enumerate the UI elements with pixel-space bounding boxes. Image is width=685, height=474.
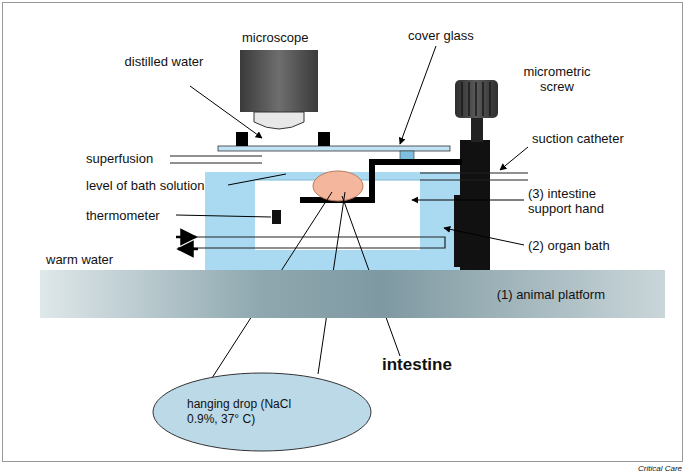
superfusion-tube bbox=[170, 156, 262, 163]
cover-glass bbox=[218, 132, 450, 160]
frame bbox=[3, 3, 683, 462]
suction-catheter bbox=[420, 173, 528, 180]
part-label: microscope bbox=[242, 30, 322, 45]
part-label: thermometer bbox=[86, 208, 176, 223]
part-label: cover glass bbox=[408, 28, 498, 43]
part-label: intestine bbox=[382, 355, 502, 374]
source-credit: Critical Care bbox=[604, 464, 682, 474]
part-label: (2) organ bath bbox=[528, 238, 638, 253]
part-label: micrometric screw bbox=[512, 64, 602, 94]
organ-bath bbox=[205, 172, 460, 272]
micrometric-stand bbox=[454, 80, 498, 272]
ellipse-outline bbox=[152, 372, 372, 452]
part-label: level of bath solution bbox=[86, 178, 236, 193]
platform-label: (1) animal platform bbox=[497, 287, 605, 302]
thermometer-probe bbox=[272, 210, 281, 224]
platform-band: (1) animal platform bbox=[40, 270, 665, 318]
microscope bbox=[240, 50, 318, 129]
warm-water-pipe bbox=[178, 237, 445, 248]
part-label: suction catheter bbox=[532, 131, 642, 146]
part-label: distilled water bbox=[124, 54, 204, 69]
intestine-shape bbox=[313, 171, 363, 201]
callout-text: hanging drop (NaCl 0.9%, 37° C) bbox=[187, 397, 312, 427]
part-label: superfusion bbox=[86, 151, 176, 166]
part-label: (3) intestine support hand bbox=[528, 186, 638, 216]
part-label: warm water bbox=[46, 252, 136, 267]
intestine-support-hand bbox=[300, 162, 462, 200]
callout-ellipse: hanging drop (NaCl 0.9%, 37° C) bbox=[152, 372, 372, 452]
